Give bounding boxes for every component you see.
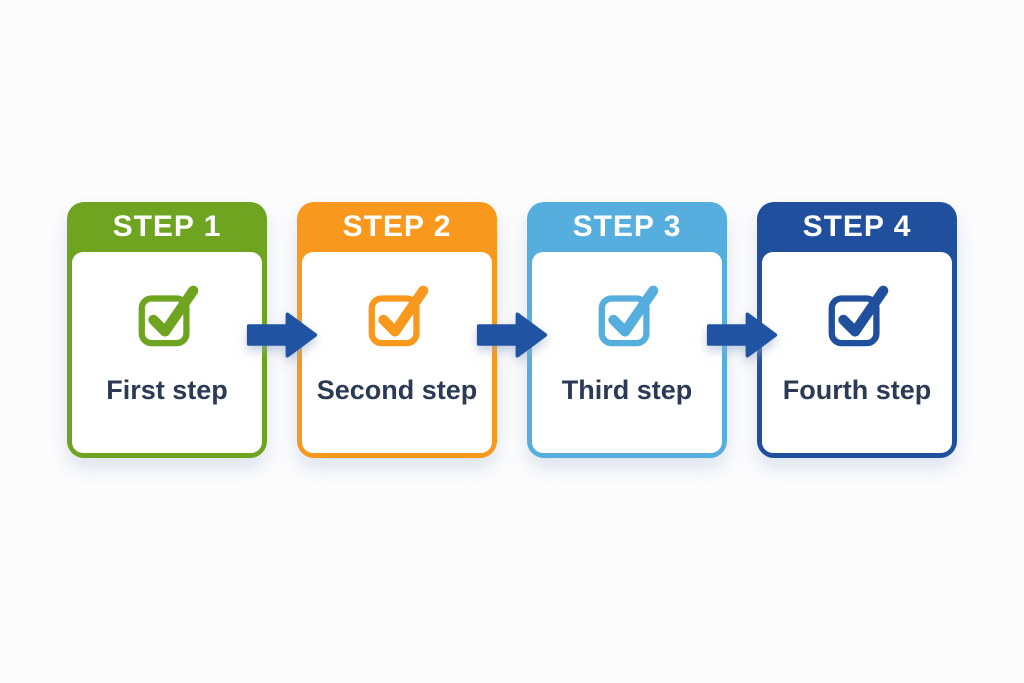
checkbox-check-icon [134, 281, 200, 347]
step-2-header: STEP 2 [297, 202, 497, 252]
checkbox-check-icon [824, 281, 890, 347]
step-4-header-label: STEP 4 [802, 210, 912, 243]
step-1-label: First step [106, 375, 228, 405]
step-2-body: Second step [302, 252, 492, 453]
step-1-header-label: STEP 1 [112, 210, 222, 243]
checkbox-check-icon [594, 281, 660, 347]
step-4-label: Fourth step [782, 375, 932, 405]
step-card-1: STEP 1 First step [67, 202, 267, 458]
step-card-4: STEP 4 Fourth step [757, 202, 957, 458]
step-3-header: STEP 3 [527, 202, 727, 252]
step-3-label: Third step [561, 375, 693, 405]
flow-row: STEP 1 First step STEP 2 [67, 202, 957, 458]
step-card-3: STEP 3 Third step [527, 202, 727, 458]
step-card-2: STEP 2 Second step [297, 202, 497, 458]
step-1-body: First step [72, 252, 262, 453]
arrow-right-icon [474, 308, 550, 362]
step-4-header: STEP 4 [757, 202, 957, 252]
checkbox-check-icon [364, 281, 430, 347]
step-2-header-label: STEP 2 [342, 210, 452, 243]
arrow-right-icon [244, 308, 320, 362]
arrow-right-icon [704, 308, 780, 362]
step-3-body: Third step [532, 252, 722, 453]
step-1-header: STEP 1 [67, 202, 267, 252]
step-3-header-label: STEP 3 [572, 210, 682, 243]
step-2-label: Second step [316, 375, 478, 405]
step-4-body: Fourth step [762, 252, 952, 453]
